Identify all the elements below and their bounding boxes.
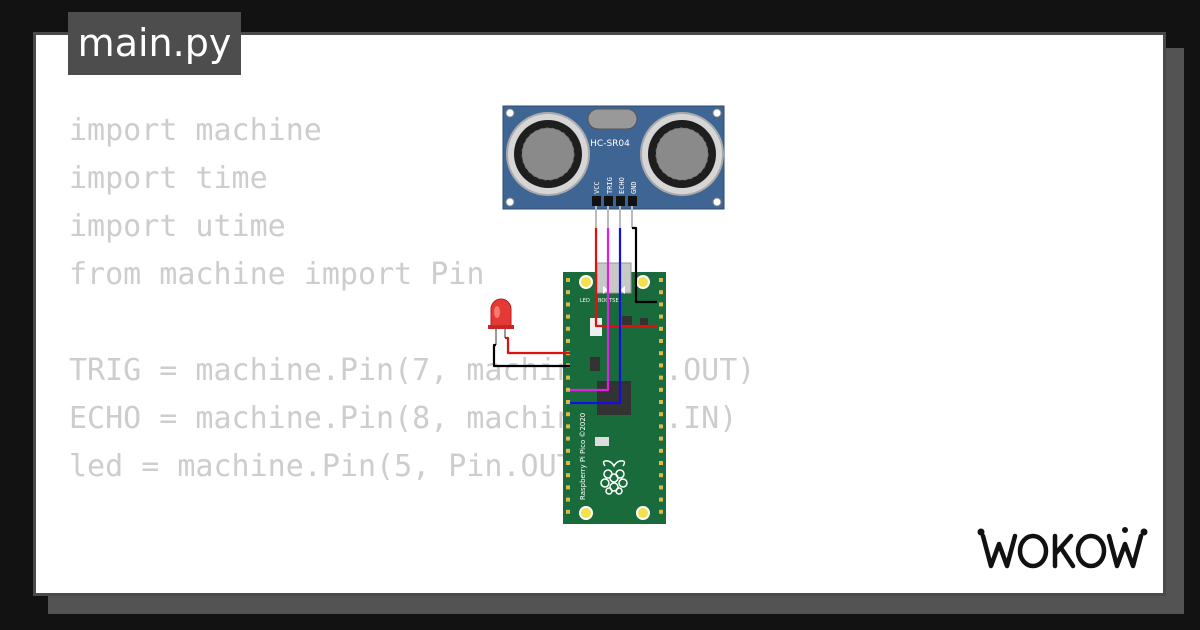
sensor-transducer-left <box>506 112 590 196</box>
code-line: import machine <box>69 113 322 148</box>
pico-header-pin <box>659 509 663 514</box>
pico-header-pin <box>659 339 663 343</box>
pico-header-pin <box>566 424 570 429</box>
sensor-pin-echo-label: ECHO <box>618 177 626 194</box>
pico-header-pin <box>659 314 663 319</box>
pico-header-pin <box>566 339 570 343</box>
pico-board-label: Raspberry Pi Pico ©2020 <box>579 413 587 500</box>
pico-header-pin <box>659 448 663 453</box>
code-line: from machine import Pin <box>69 257 485 292</box>
wokwi-logo <box>977 527 1148 569</box>
pico-header-pin <box>566 473 570 478</box>
code-line: import time <box>69 161 268 196</box>
wire-led-anode <box>505 336 570 355</box>
pico-header-pin <box>659 485 663 490</box>
wire-echo <box>570 228 622 405</box>
pico-header-pin <box>566 375 570 380</box>
pico-led-label: LED <box>580 298 590 304</box>
wire-trig <box>570 228 610 392</box>
pico-header-pin <box>566 497 570 502</box>
pico-header-pin <box>566 387 570 392</box>
pico-header-pin <box>659 412 663 417</box>
pico-header-pin <box>659 302 663 307</box>
pico-bootsel-label: BOOTSEL <box>598 298 622 304</box>
pico-header-pin <box>566 326 570 331</box>
sensor-transducer-right <box>640 112 724 196</box>
pico-header-pin <box>659 363 663 368</box>
hc-sr04-sensor[interactable]: HC-SR04 VCC TRIG ECHO GND <box>502 105 725 228</box>
pico-header-pin <box>659 278 663 282</box>
pico-header-pin <box>566 314 570 319</box>
pico-header-pin <box>566 509 570 514</box>
file-tab-main-py[interactable]: main.py <box>68 12 241 75</box>
pico-header-pin <box>566 461 570 465</box>
pico-header-pin <box>659 497 663 502</box>
pico-header-pin <box>659 387 663 392</box>
sensor-pin-trig-label: TRIG <box>606 177 614 194</box>
pico-header-pin <box>659 400 663 404</box>
pico-header-pin <box>566 400 570 404</box>
pico-header-pin <box>566 302 570 307</box>
pico-header-pin <box>566 412 570 417</box>
pico-header-pin <box>659 473 663 478</box>
code-line: import utime <box>69 209 286 244</box>
pico-header-pin <box>659 375 663 380</box>
wire-gnd <box>632 226 657 304</box>
raspberry-icon <box>600 460 628 495</box>
wires <box>492 226 657 405</box>
pico-header-pin <box>659 436 663 441</box>
pico-header-pin <box>566 436 570 441</box>
pico-header-pin <box>659 461 663 465</box>
raspberry-pi-pico[interactable]: LED BOOTSEL Raspberry Pi Pico ©2020 <box>563 262 666 524</box>
sensor-model-label: HC-SR04 <box>590 139 630 149</box>
pico-header-pin <box>659 290 663 295</box>
pico-header-pin <box>566 290 570 295</box>
pico-header-pin <box>659 326 663 331</box>
pico-header-pin <box>566 278 570 282</box>
wire-led-cathode <box>492 343 570 368</box>
sensor-pin-vcc-label: VCC <box>593 181 601 194</box>
sensor-pin-gnd-label: GND <box>630 181 638 194</box>
code-line: led = machine.Pin(5, Pin.OUT) <box>69 449 593 484</box>
pico-header-pin <box>659 351 663 356</box>
red-led[interactable] <box>488 298 514 345</box>
pico-header-pin <box>566 448 570 453</box>
wire-vcc <box>594 228 657 328</box>
pico-header-pin <box>566 485 570 490</box>
pico-header-pin <box>659 424 663 429</box>
